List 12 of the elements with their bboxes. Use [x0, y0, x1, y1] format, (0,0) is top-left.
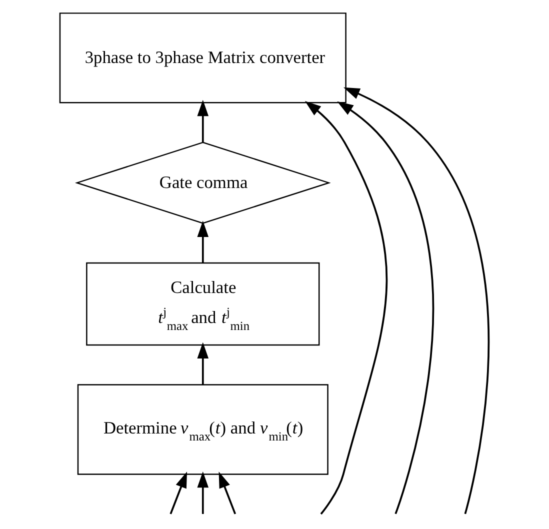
arrow — [344, 87, 490, 514]
arrow — [197, 342, 209, 385]
node-box: Determine v$_{max}$(t) and v$_{min}$(t) — [77, 384, 328, 475]
node-box: 3phase to 3phase Matrix converter — [59, 12, 346, 104]
arrow — [197, 100, 209, 142]
node-diamond: Gate comma — [74, 142, 331, 224]
arrow — [170, 472, 188, 514]
arrow — [197, 220, 209, 263]
arrow — [304, 100, 388, 515]
arrow — [197, 471, 209, 514]
arrow — [337, 101, 434, 514]
arrow — [218, 472, 236, 514]
